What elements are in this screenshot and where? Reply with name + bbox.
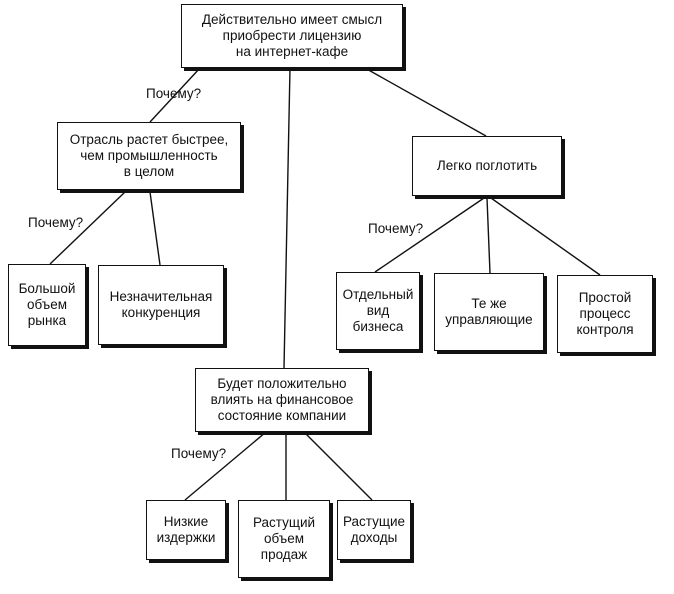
leaf-growing-sales-box: Растущий объем продаж	[238, 500, 330, 578]
leaf-low-costs-box: Низкие издержки	[146, 500, 226, 560]
branch-finance-box: Будет положительно влиять на финансовое …	[195, 368, 369, 432]
why-label-growth: Почему?	[28, 215, 84, 230]
connector-finance-income	[303, 431, 373, 501]
branch-absorb-box: Легко поглотить	[412, 136, 562, 196]
root-question-box: Действительно имеет смысл приобрести лиц…	[181, 4, 403, 68]
connector-growth-market	[49, 191, 126, 265]
why-label-finance: Почему?	[171, 446, 227, 461]
leaf-competition-box: Незначительная конкуренция	[98, 265, 224, 345]
connector-absorb-control	[490, 197, 601, 276]
leaf-market-size-box: Большой объем рынка	[8, 264, 86, 346]
connector-absorb-separate	[374, 197, 485, 273]
connector-finance-costs	[184, 431, 267, 501]
connector-root-growth	[149, 67, 201, 123]
why-label-absorb: Почему?	[368, 221, 424, 236]
branch-growth-box: Отрасль растет быстрее, чем промышленнос…	[57, 122, 241, 190]
leaf-growing-income-box: Растущие доходы	[337, 500, 411, 560]
why-label-root: Почему?	[146, 86, 202, 101]
connector-absorb-managers	[486, 197, 491, 274]
connector-growth-competition	[149, 191, 161, 266]
leaf-simple-control-box: Простой процесс контроля	[557, 275, 653, 353]
leaf-separate-business-box: Отдельный вид бизнеса	[336, 272, 420, 350]
connector-root-finance	[283, 67, 291, 369]
connector-root-absorb	[364, 67, 487, 137]
leaf-same-managers-box: Те же управляющие	[434, 273, 544, 351]
